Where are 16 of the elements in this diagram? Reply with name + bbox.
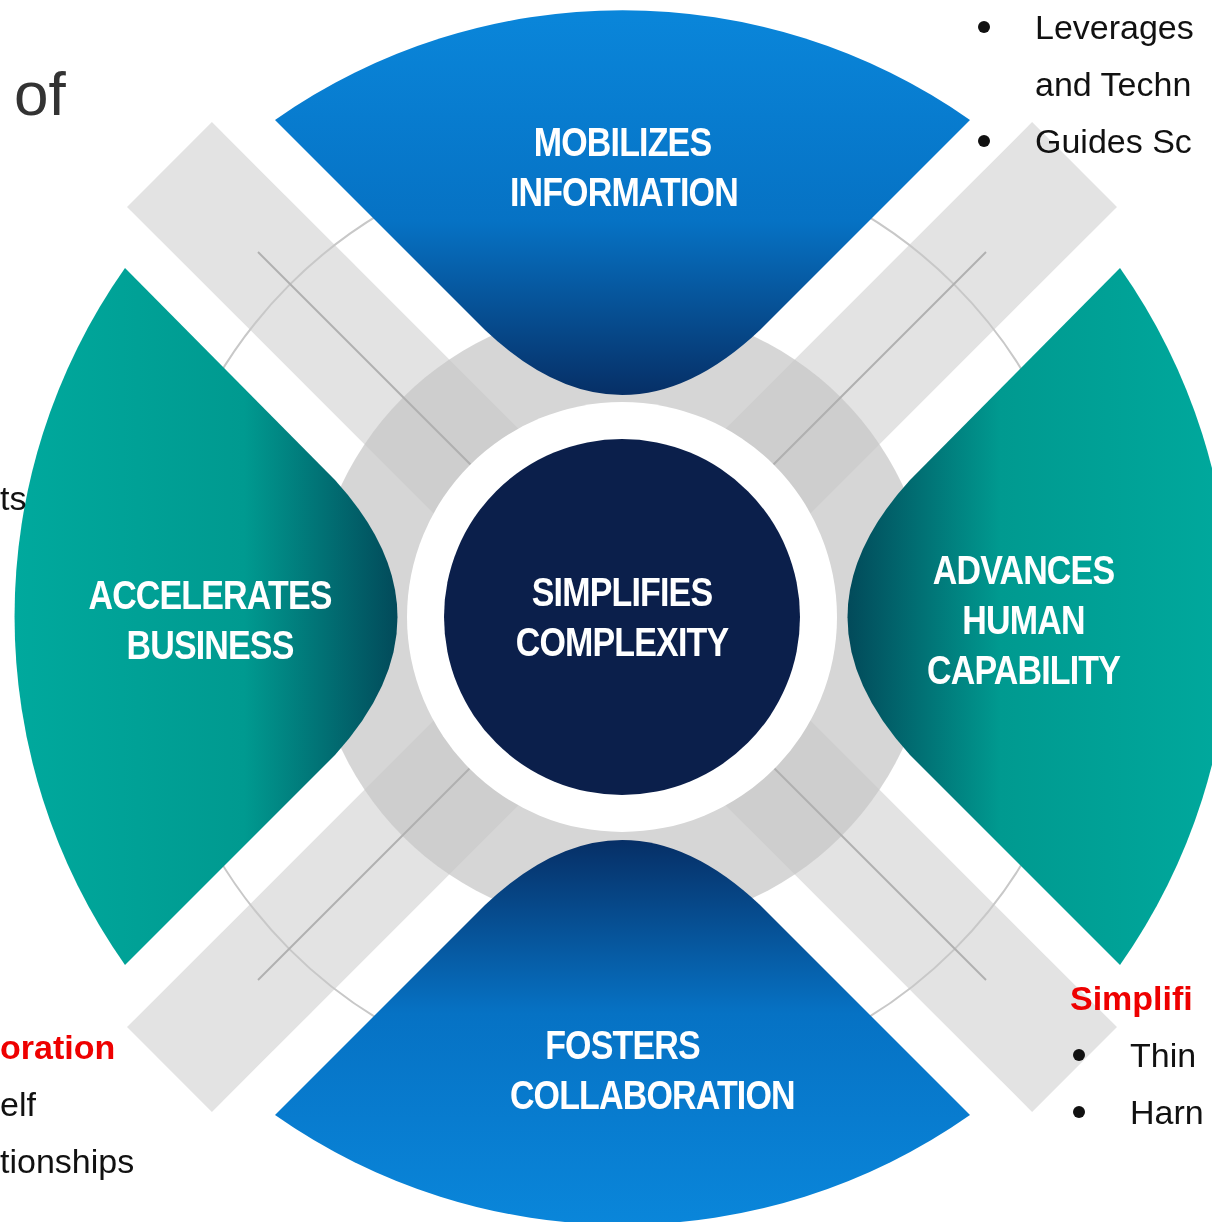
heading-text: oration	[0, 1027, 116, 1068]
segment-title: FOSTERS COLLABORATION	[508, 1022, 796, 1119]
segment-title: SIMPLIFIES COMPLEXITY	[514, 569, 730, 666]
text-label: elf	[0, 1084, 36, 1125]
text-label: ts	[0, 478, 27, 519]
segment-title: ACCELERATES BUSINESS	[87, 572, 333, 669]
text-label: Thin	[1130, 1035, 1197, 1076]
segment-title: MOBILIZES INFORMATION	[508, 119, 739, 216]
segment-title: ADVANCES HUMAN CAPABILITY	[926, 547, 1121, 694]
text-label: Harn	[1130, 1092, 1204, 1133]
text-label: tionships	[0, 1141, 135, 1182]
heading-text: Simplifi	[1070, 978, 1193, 1019]
text-label: of	[14, 58, 66, 130]
text-label: Leverages	[1035, 7, 1194, 48]
text-label: and Techn	[1035, 64, 1192, 105]
text-label: Guides Sc	[1035, 121, 1192, 162]
